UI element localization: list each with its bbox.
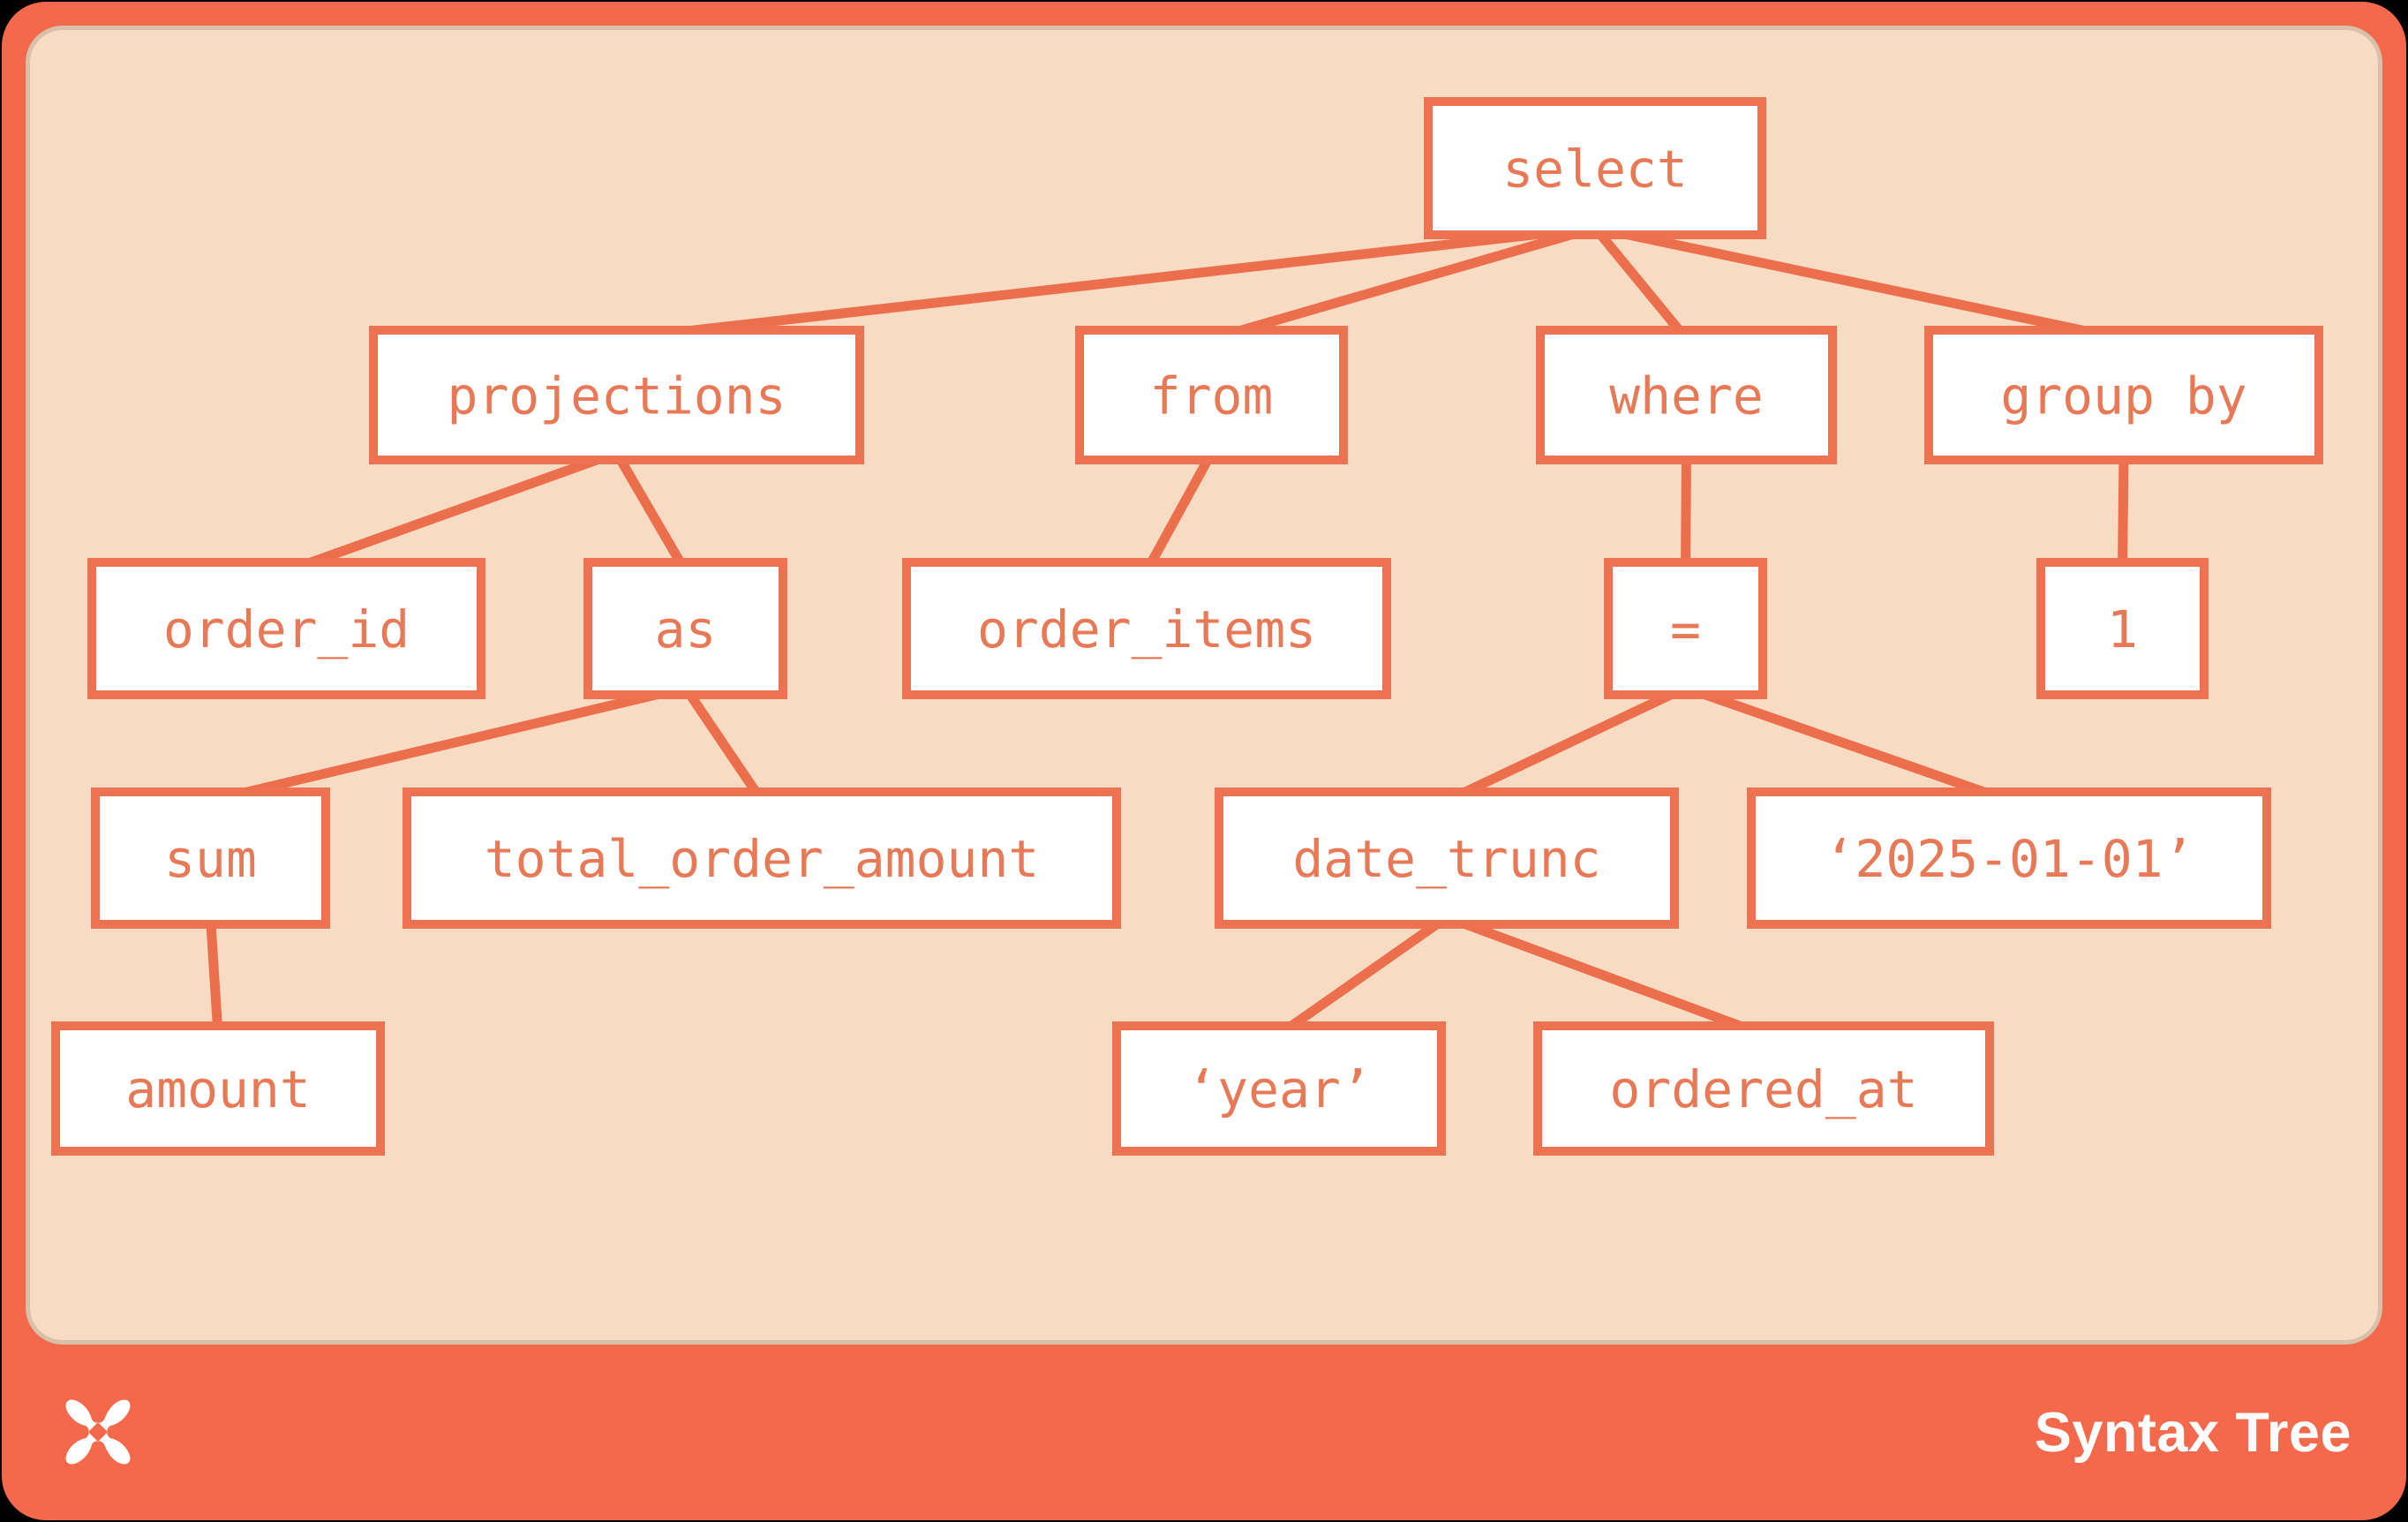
dbt-logo-icon <box>51 1385 145 1479</box>
tree-panel <box>26 26 2382 1345</box>
footer-bar: Syntax Tree <box>2 1345 2406 1522</box>
footer-title: Syntax Tree <box>2034 1402 2352 1464</box>
